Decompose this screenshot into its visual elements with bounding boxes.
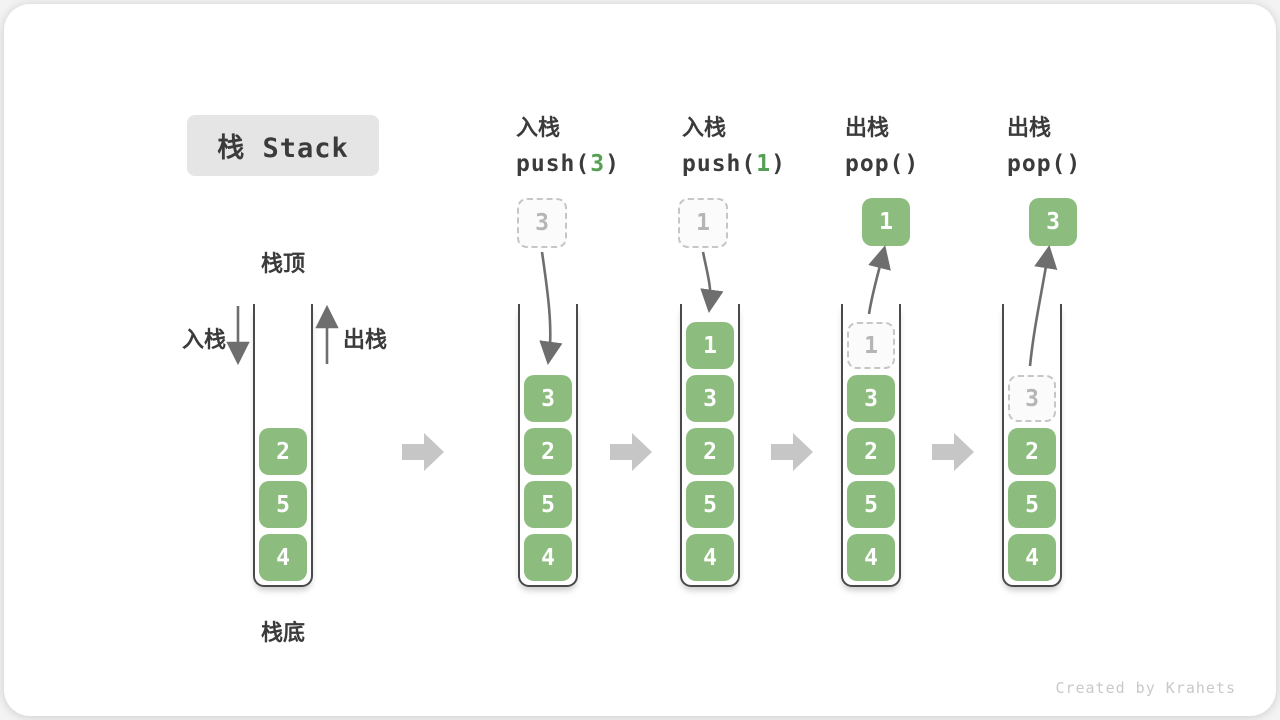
code-post: ) [904, 151, 920, 177]
stack-block: 4 [686, 534, 734, 581]
code-post: ) [1066, 151, 1082, 177]
diagram-card: 栈 Stack 入栈 push(3) 入栈 push(1) 出栈 pop() 出… [4, 4, 1276, 716]
code-pre: push( [682, 151, 757, 177]
op-code: pop() [845, 146, 1005, 182]
stack-block: 5 [259, 481, 307, 528]
stack-block: 4 [847, 534, 895, 581]
stack-container-initial: 2 5 4 [253, 304, 313, 587]
step-arrow-icon [402, 433, 444, 471]
header-push-1: 入栈 push(1) [682, 110, 842, 182]
stack-block: 4 [1008, 534, 1056, 581]
stack-block: 1 [686, 322, 734, 369]
watermark: Created by Krahets [1055, 679, 1236, 697]
step-arrow-icon [610, 433, 652, 471]
page-title: 栈 Stack [217, 133, 349, 164]
stack-block: 2 [524, 428, 572, 475]
step-arrow-icon [771, 433, 813, 471]
code-pre: pop( [1007, 151, 1067, 177]
push-side-label: 入栈 [182, 327, 227, 352]
stack-block: 5 [847, 481, 895, 528]
code-post: ) [605, 151, 620, 177]
stack-block: 2 [259, 428, 307, 475]
op-label: 入栈 [516, 115, 561, 140]
code-arg: 3 [590, 151, 606, 177]
title-box: 栈 Stack [187, 115, 379, 176]
step-arrow-icon [932, 433, 974, 471]
op-label: 出栈 [845, 115, 890, 140]
op-code: pop() [1007, 146, 1167, 182]
stack-container-push-1: 1 3 2 5 4 [680, 304, 740, 587]
code-post: ) [771, 151, 786, 177]
stack-block: 3 [847, 375, 895, 422]
stack-block: 3 [524, 375, 572, 422]
stack-block: 5 [1008, 481, 1056, 528]
stack-block: 4 [524, 534, 572, 581]
popped-value-box: 3 [1029, 198, 1077, 246]
stack-block-popped-ghost: 1 [847, 322, 895, 369]
stack-bottom-label: 栈底 [260, 620, 305, 645]
code-pre: pop( [845, 151, 905, 177]
header-push-3: 入栈 push(3) [516, 110, 676, 182]
stack-block-popped-ghost: 3 [1008, 375, 1056, 422]
stack-block: 4 [259, 534, 307, 581]
code-arg: 1 [756, 151, 772, 177]
stack-block: 5 [686, 481, 734, 528]
stack-block: 5 [524, 481, 572, 528]
pop-side-label: 出栈 [343, 327, 388, 352]
code-pre: push( [516, 151, 591, 177]
incoming-value-box: 3 [517, 198, 567, 248]
stack-container-push-3: 3 2 5 4 [518, 304, 578, 587]
op-code: push(3) [516, 146, 676, 182]
stack-top-label: 栈顶 [260, 251, 305, 276]
op-label: 入栈 [682, 115, 727, 140]
header-pop-1: 出栈 pop() [845, 110, 1005, 182]
op-label: 出栈 [1007, 115, 1052, 140]
op-code: push(1) [682, 146, 842, 182]
stack-block: 2 [1008, 428, 1056, 475]
stack-container-pop-3: 3 2 5 4 [1002, 304, 1062, 587]
stack-container-pop-1: 1 3 2 5 4 [841, 304, 901, 587]
incoming-value-box: 1 [678, 198, 728, 248]
stack-block: 2 [847, 428, 895, 475]
stack-block: 3 [686, 375, 734, 422]
header-pop-3: 出栈 pop() [1007, 110, 1167, 182]
push-1-arrow-icon [700, 251, 724, 314]
stack-block: 2 [686, 428, 734, 475]
popped-value-box: 1 [862, 198, 910, 246]
